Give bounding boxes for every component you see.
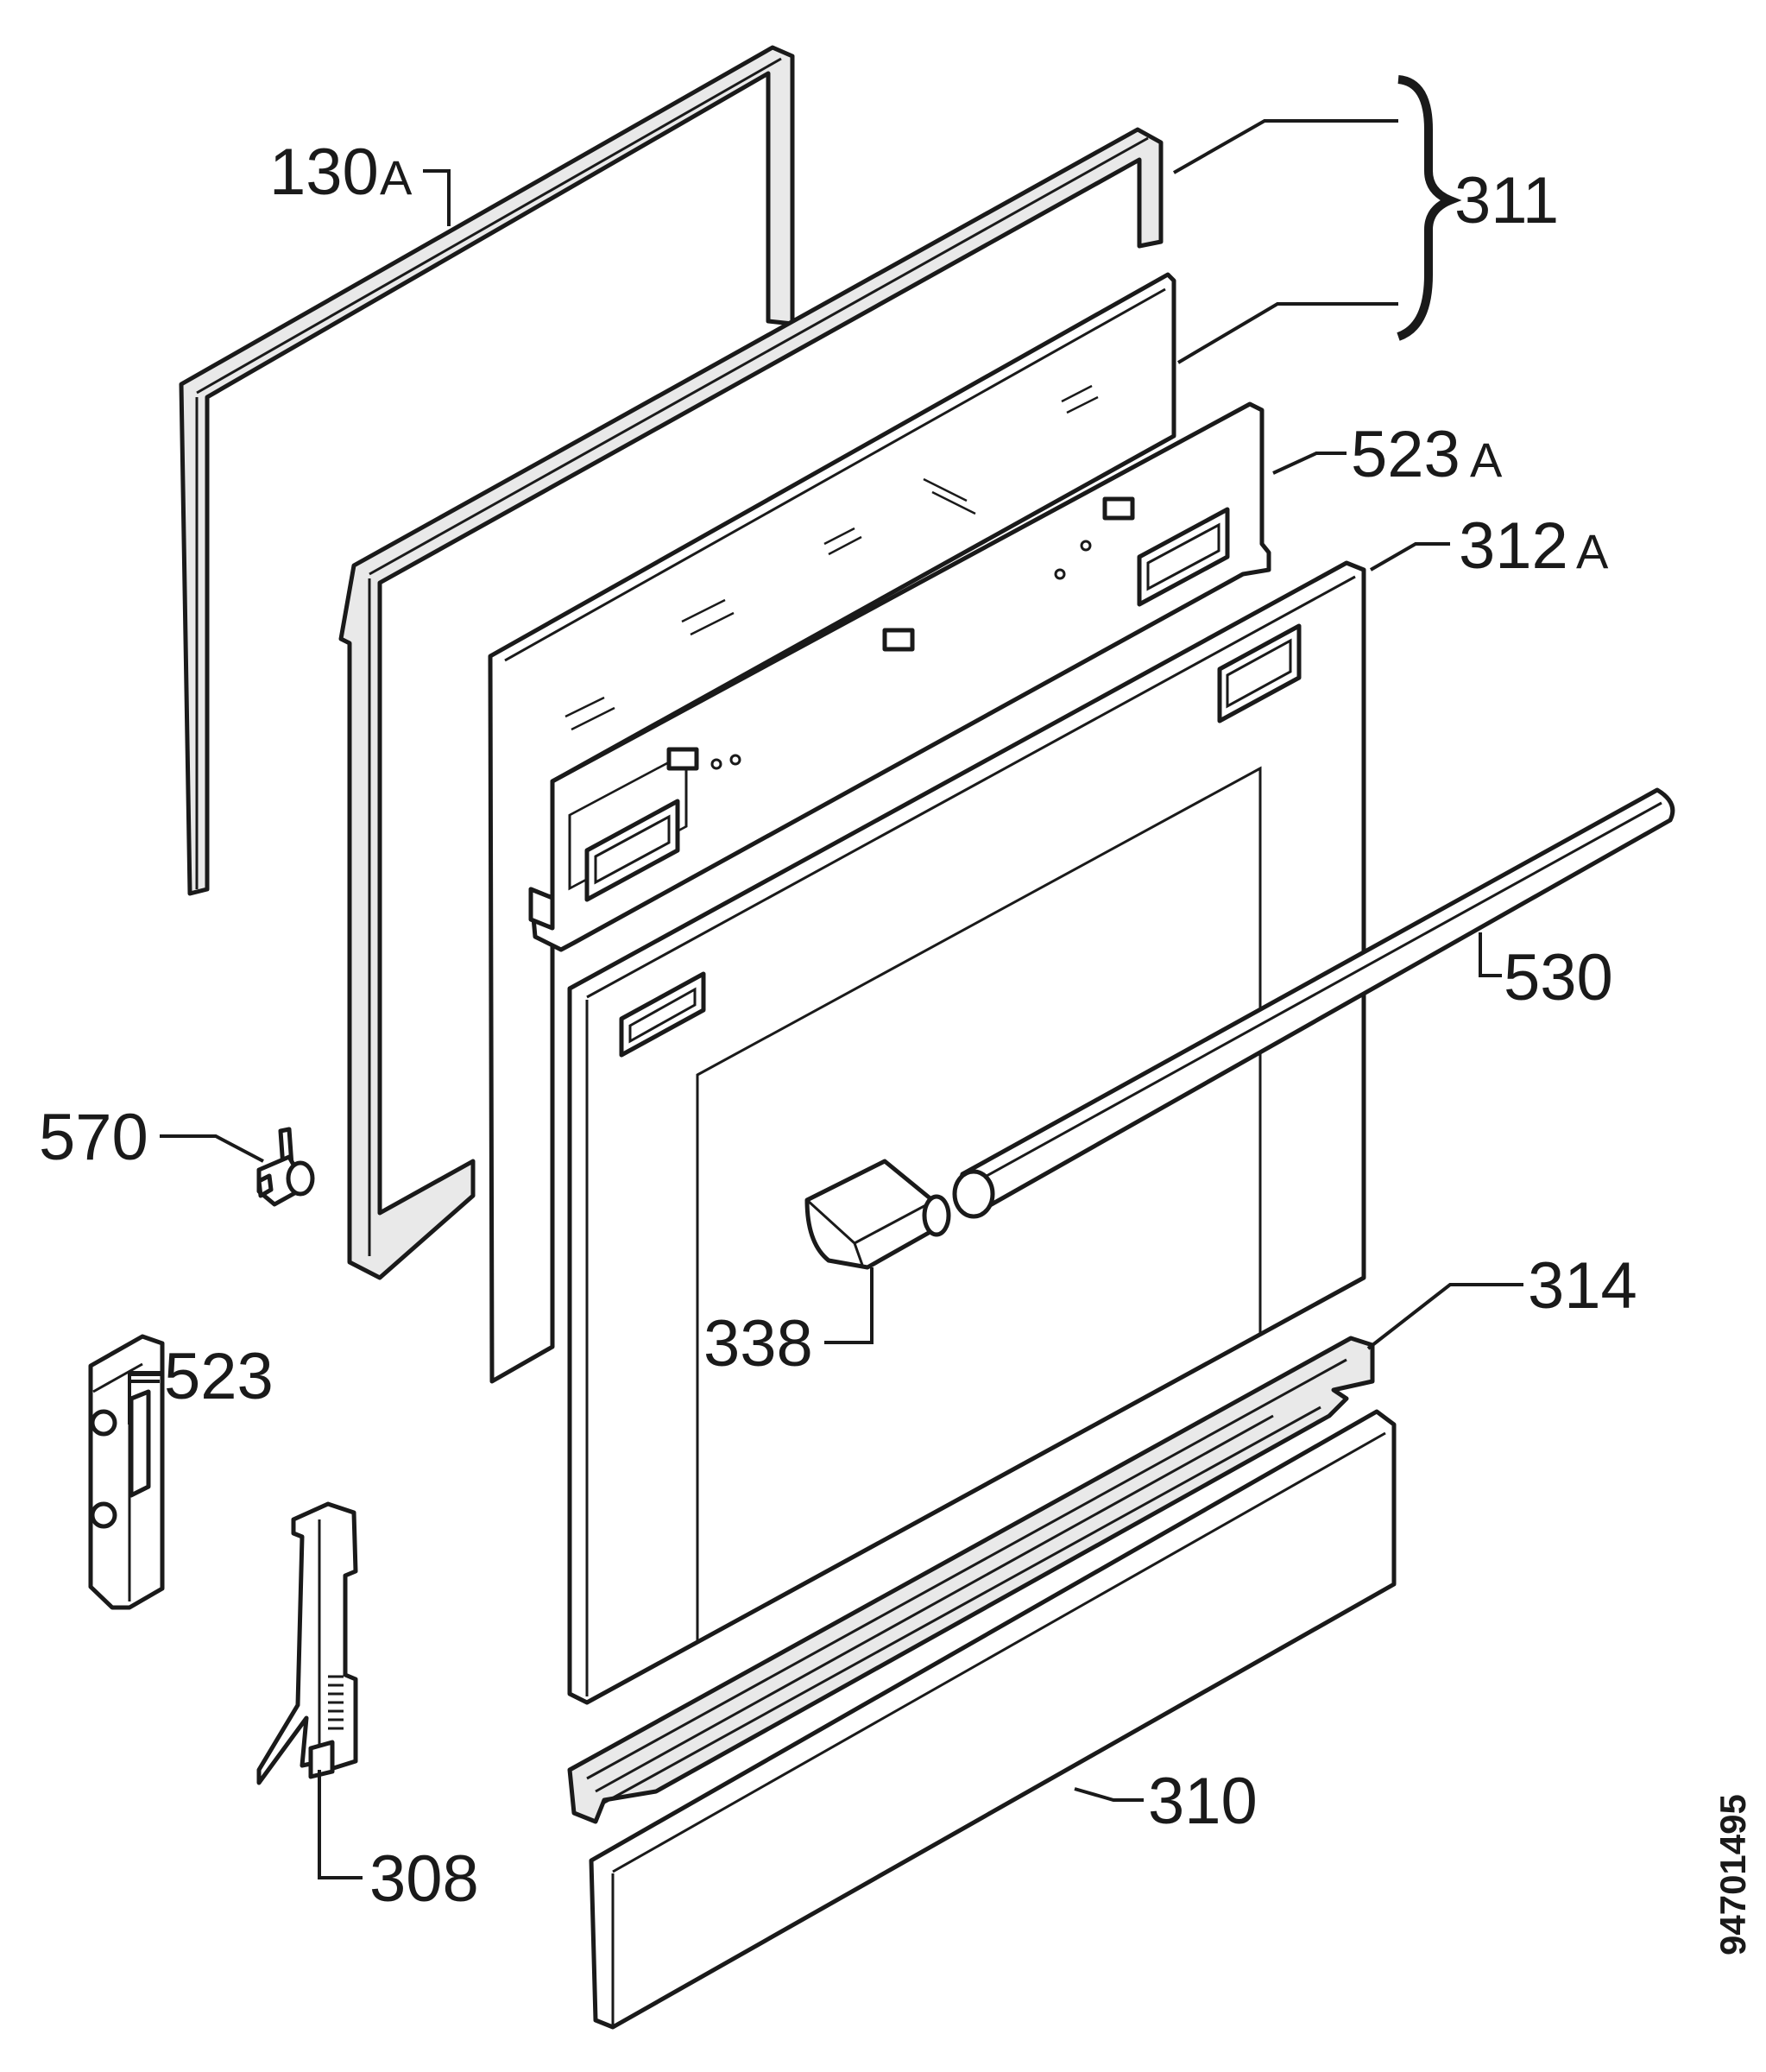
leader-523a: [1272, 452, 1347, 475]
label-130a: 130: [269, 136, 379, 209]
label-523: 523: [164, 1340, 274, 1413]
label-312a: 312: [1459, 509, 1568, 583]
part-314-bottom-rail: [567, 1336, 1375, 1824]
brace-311: [1397, 75, 1462, 341]
leader-338: [824, 1267, 874, 1344]
glass-glare-marks: [564, 384, 1099, 731]
label-314: 314: [1528, 1249, 1637, 1323]
label-530: 530: [1504, 941, 1613, 1014]
leader-310: [1074, 1787, 1144, 1802]
callout-labels: 130 A 311 523 A 312 A 530 570 314 338 52…: [39, 136, 1637, 1916]
label-130a-suffix: A: [380, 150, 413, 205]
leader-311-top: [1173, 119, 1398, 174]
leader-523-arm: [128, 1373, 162, 1424]
label-338: 338: [703, 1307, 813, 1380]
label-570: 570: [39, 1101, 148, 1174]
label-312a-suffix: A: [1576, 524, 1609, 578]
label-311: 311: [1454, 164, 1559, 237]
part-130a-door-seal: [179, 45, 795, 896]
part-570-screw: [256, 1127, 315, 1207]
part-530-handle-rod: [952, 787, 1675, 1219]
label-523a: 523: [1351, 418, 1460, 491]
part-523-hinge-catch: [88, 1334, 165, 1610]
part-338-handle-cap: [804, 1159, 951, 1270]
leader-312a: [1370, 542, 1450, 572]
part-308-hinge-arm: [256, 1501, 358, 1785]
label-523a-suffix: A: [1470, 433, 1503, 487]
part-311-inner-frame: [338, 127, 1164, 1280]
leader-570: [160, 1134, 264, 1163]
leader-311-bottom: [1176, 302, 1398, 364]
leader-lines: [128, 75, 1523, 1879]
part-311-glass-panel: [488, 272, 1176, 1384]
document-number: 94701495: [1712, 1794, 1753, 1955]
part-523a-hinge-plate: [528, 401, 1271, 952]
leader-130a: [423, 169, 451, 226]
label-308: 308: [369, 1842, 479, 1916]
leader-530: [1479, 932, 1502, 977]
leader-314: [1366, 1283, 1523, 1350]
label-310: 310: [1148, 1765, 1258, 1838]
leader-308: [318, 1770, 363, 1879]
part-310-bottom-trim: [589, 1409, 1397, 2030]
part-312a-outer-door-panel: [567, 560, 1366, 1705]
